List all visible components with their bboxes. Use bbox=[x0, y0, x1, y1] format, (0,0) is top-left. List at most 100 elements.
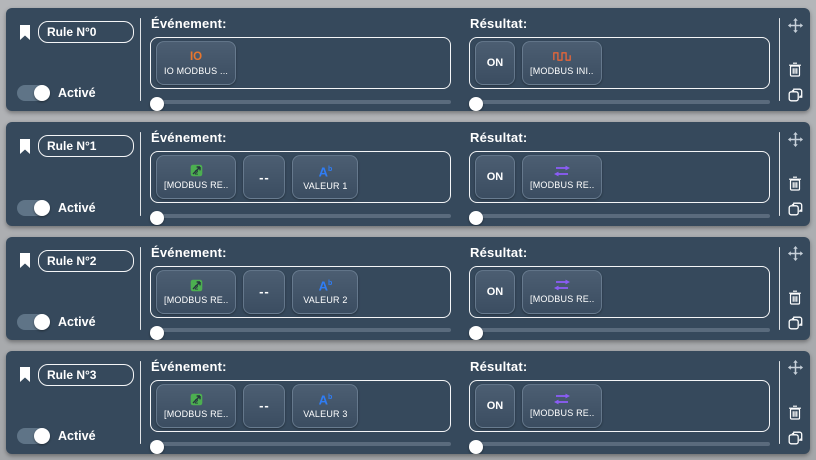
trash-icon[interactable] bbox=[786, 289, 804, 307]
event-header: Événement: bbox=[151, 358, 227, 374]
move-icon[interactable] bbox=[786, 359, 804, 377]
trash-icon[interactable] bbox=[786, 175, 804, 193]
swap-icon bbox=[553, 165, 571, 177]
toggle-label: Activé bbox=[58, 200, 96, 215]
divider bbox=[779, 360, 780, 444]
event-header: Événement: bbox=[151, 16, 227, 31]
duplicate-icon[interactable] bbox=[786, 428, 804, 446]
divider bbox=[779, 18, 780, 102]
event-chip-io-modbus[interactable]: IO IO MODBUS ... bbox=[156, 41, 237, 85]
result-chip-box: ON [MODBUS RE.. bbox=[469, 379, 770, 432]
divider bbox=[779, 246, 780, 330]
result-section: Résultat: ON [MODBUS RE.. bbox=[460, 351, 779, 454]
io-icon: IO bbox=[189, 50, 203, 63]
rule-panel-1: Activé Événement: 2 [MODBUS RE.. -- Ab V… bbox=[6, 122, 810, 226]
enabled-toggle[interactable] bbox=[17, 199, 50, 216]
enabled-toggle[interactable] bbox=[17, 85, 50, 102]
bookmark-icon bbox=[17, 137, 32, 155]
toggle-knob bbox=[34, 85, 50, 102]
result-scrollbar[interactable] bbox=[469, 439, 770, 454]
rule-name-input[interactable] bbox=[38, 135, 134, 158]
event-section: Événement: 2 [MODBUS RE.. -- Ab VALEUR 3 bbox=[141, 351, 460, 454]
result-chip-modbus[interactable]: [MODBUS INI.. bbox=[522, 41, 602, 85]
trash-icon[interactable] bbox=[786, 60, 804, 78]
rule-tools bbox=[780, 237, 810, 340]
result-chip-modbus[interactable]: [MODBUS RE.. bbox=[522, 269, 603, 314]
on-chip[interactable]: ON bbox=[475, 41, 515, 85]
toggle-label: Activé bbox=[58, 314, 96, 329]
svg-text:2: 2 bbox=[194, 398, 198, 405]
svg-text:2: 2 bbox=[194, 170, 198, 177]
operator-chip[interactable]: -- bbox=[243, 269, 286, 314]
scrollbar-thumb[interactable] bbox=[469, 439, 483, 454]
event-scrollbar[interactable] bbox=[150, 325, 451, 340]
duplicate-icon[interactable] bbox=[786, 200, 804, 218]
move-icon[interactable] bbox=[786, 130, 804, 148]
event-scrollbar[interactable] bbox=[150, 439, 451, 454]
event-chip-modbus-register[interactable]: 2 [MODBUS RE.. bbox=[156, 383, 237, 428]
duplicate-icon[interactable] bbox=[786, 85, 804, 103]
register-icon: 2 bbox=[187, 164, 205, 177]
divider bbox=[779, 132, 780, 216]
register-icon: 2 bbox=[187, 393, 205, 406]
toggle-label: Activé bbox=[58, 429, 96, 443]
value-chip[interactable]: Ab VALEUR 3 bbox=[292, 383, 359, 428]
scrollbar-thumb[interactable] bbox=[150, 211, 164, 226]
rule-name-input[interactable] bbox=[38, 249, 134, 272]
result-scrollbar[interactable] bbox=[469, 325, 770, 340]
operator-chip[interactable]: -- bbox=[243, 155, 286, 200]
divider bbox=[140, 18, 141, 102]
toggle-label: Activé bbox=[58, 86, 96, 101]
event-chip-box: 2 [MODBUS RE.. -- Ab VALEUR 1 bbox=[150, 151, 451, 204]
rule-panel-0: Activé Événement: IO IO MODBUS ... Résul… bbox=[6, 8, 810, 112]
result-chip-box: ON [MODBUS RE.. bbox=[469, 265, 770, 318]
result-header: Résultat: bbox=[470, 358, 528, 374]
rule-tools bbox=[780, 122, 810, 225]
result-header: Résultat: bbox=[470, 244, 528, 260]
event-section: Événement: IO IO MODBUS ... bbox=[141, 8, 460, 111]
event-scrollbar[interactable] bbox=[150, 211, 451, 226]
rule-panel-3: Activé Événement: 2 [MODBUS RE.. -- Ab V… bbox=[6, 350, 810, 454]
event-chip-box: IO IO MODBUS ... bbox=[150, 37, 451, 89]
on-chip[interactable]: ON bbox=[475, 383, 515, 428]
on-chip[interactable]: ON bbox=[475, 269, 515, 314]
move-icon[interactable] bbox=[786, 245, 804, 263]
result-chip-modbus[interactable]: [MODBUS RE.. bbox=[522, 155, 603, 200]
scrollbar-thumb[interactable] bbox=[469, 97, 483, 111]
scrollbar-thumb[interactable] bbox=[150, 325, 164, 340]
toggle-knob bbox=[34, 313, 50, 330]
rule-panel-2: Activé Événement: 2 [MODBUS RE.. -- Ab V… bbox=[6, 236, 810, 340]
result-scrollbar[interactable] bbox=[469, 211, 770, 226]
scrollbar-thumb[interactable] bbox=[469, 211, 483, 226]
rule-3-meta: Activé bbox=[6, 351, 140, 454]
scrollbar-thumb[interactable] bbox=[150, 97, 164, 111]
event-chip-modbus-register[interactable]: 2 [MODBUS RE.. bbox=[156, 155, 237, 200]
divider bbox=[140, 132, 141, 216]
event-scrollbar[interactable] bbox=[150, 97, 451, 111]
enabled-toggle[interactable] bbox=[17, 428, 50, 444]
scrollbar-thumb[interactable] bbox=[469, 325, 483, 340]
divider bbox=[140, 360, 141, 444]
rule-tools bbox=[780, 8, 810, 111]
rule-name-input[interactable] bbox=[38, 21, 134, 43]
event-section: Événement: 2 [MODBUS RE.. -- Ab VALEUR 2 bbox=[141, 237, 460, 340]
divider bbox=[140, 246, 141, 330]
event-chip-box: 2 [MODBUS RE.. -- Ab VALEUR 2 bbox=[150, 265, 451, 318]
result-chip-modbus[interactable]: [MODBUS RE.. bbox=[522, 383, 603, 428]
operator-chip[interactable]: -- bbox=[243, 383, 286, 428]
move-icon[interactable] bbox=[786, 16, 804, 34]
duplicate-icon[interactable] bbox=[786, 314, 804, 332]
enabled-toggle[interactable] bbox=[17, 313, 50, 330]
trash-icon[interactable] bbox=[786, 403, 804, 421]
event-chip-modbus-register[interactable]: 2 [MODBUS RE.. bbox=[156, 269, 237, 314]
rule-name-input[interactable] bbox=[38, 363, 134, 386]
bookmark-icon bbox=[17, 366, 32, 384]
result-scrollbar[interactable] bbox=[469, 97, 770, 111]
scrollbar-thumb[interactable] bbox=[150, 439, 164, 454]
rule-0-meta: Activé bbox=[6, 8, 140, 111]
on-chip[interactable]: ON bbox=[475, 155, 515, 200]
value-chip[interactable]: Ab VALEUR 1 bbox=[292, 155, 359, 200]
event-chip-box: 2 [MODBUS RE.. -- Ab VALEUR 3 bbox=[150, 379, 451, 432]
value-chip[interactable]: Ab VALEUR 2 bbox=[292, 269, 359, 314]
